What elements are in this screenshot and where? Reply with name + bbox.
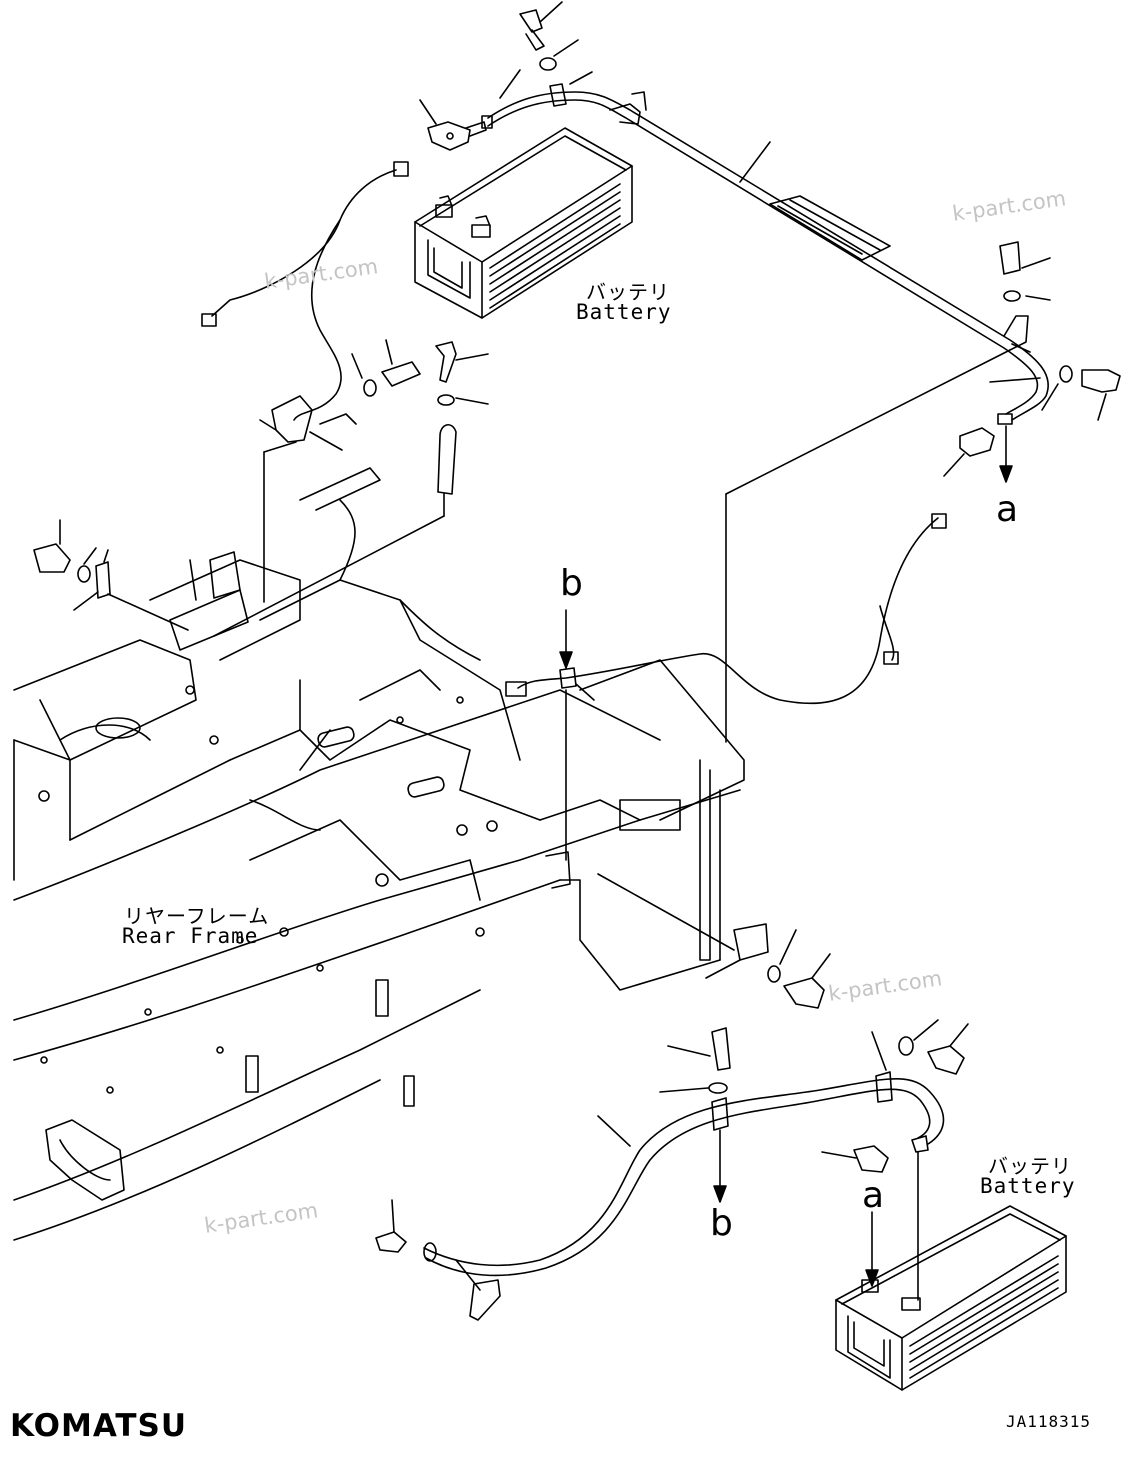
right-clamp-hardware [943, 241, 1121, 483]
left-bolt-washer [351, 339, 489, 517]
wiring-harness-right [505, 513, 947, 889]
battery-bottom [835, 1205, 1067, 1391]
bottom-bracket-bolt [705, 923, 831, 1009]
callout-a-bottom: a [862, 1175, 885, 1216]
battery-top-label-en: Battery [576, 300, 672, 324]
battery-top [414, 127, 633, 319]
callout-b-bottom: b [710, 1203, 733, 1244]
callout-a-top: a [996, 489, 1019, 530]
battery-top-label-jp: バッテリ [586, 280, 670, 304]
frame-mount-bolts [33, 519, 111, 611]
battery-bottom-label-jp: バッテリ [988, 1154, 1072, 1178]
callout-b-top: b [560, 563, 583, 604]
battery-terminal-clamp-top [419, 99, 487, 151]
battery-bottom-label-en: Battery [980, 1174, 1076, 1198]
leader-lines [107, 349, 1011, 951]
battery-cable-top [481, 69, 1049, 425]
rear-frame-label-en: Rear Frame [122, 924, 259, 948]
wiring-harness-left [201, 161, 409, 451]
rear-frame-label-jp: リヤーフレーム [124, 904, 270, 928]
komatsu-logo: KOMATSU [10, 1408, 188, 1444]
rear-frame [13, 467, 745, 1241]
battery-cable-bottom [375, 1019, 969, 1321]
top-bolt-washer [519, 1, 579, 71]
drawing-code: JA118315 [1006, 1412, 1092, 1431]
